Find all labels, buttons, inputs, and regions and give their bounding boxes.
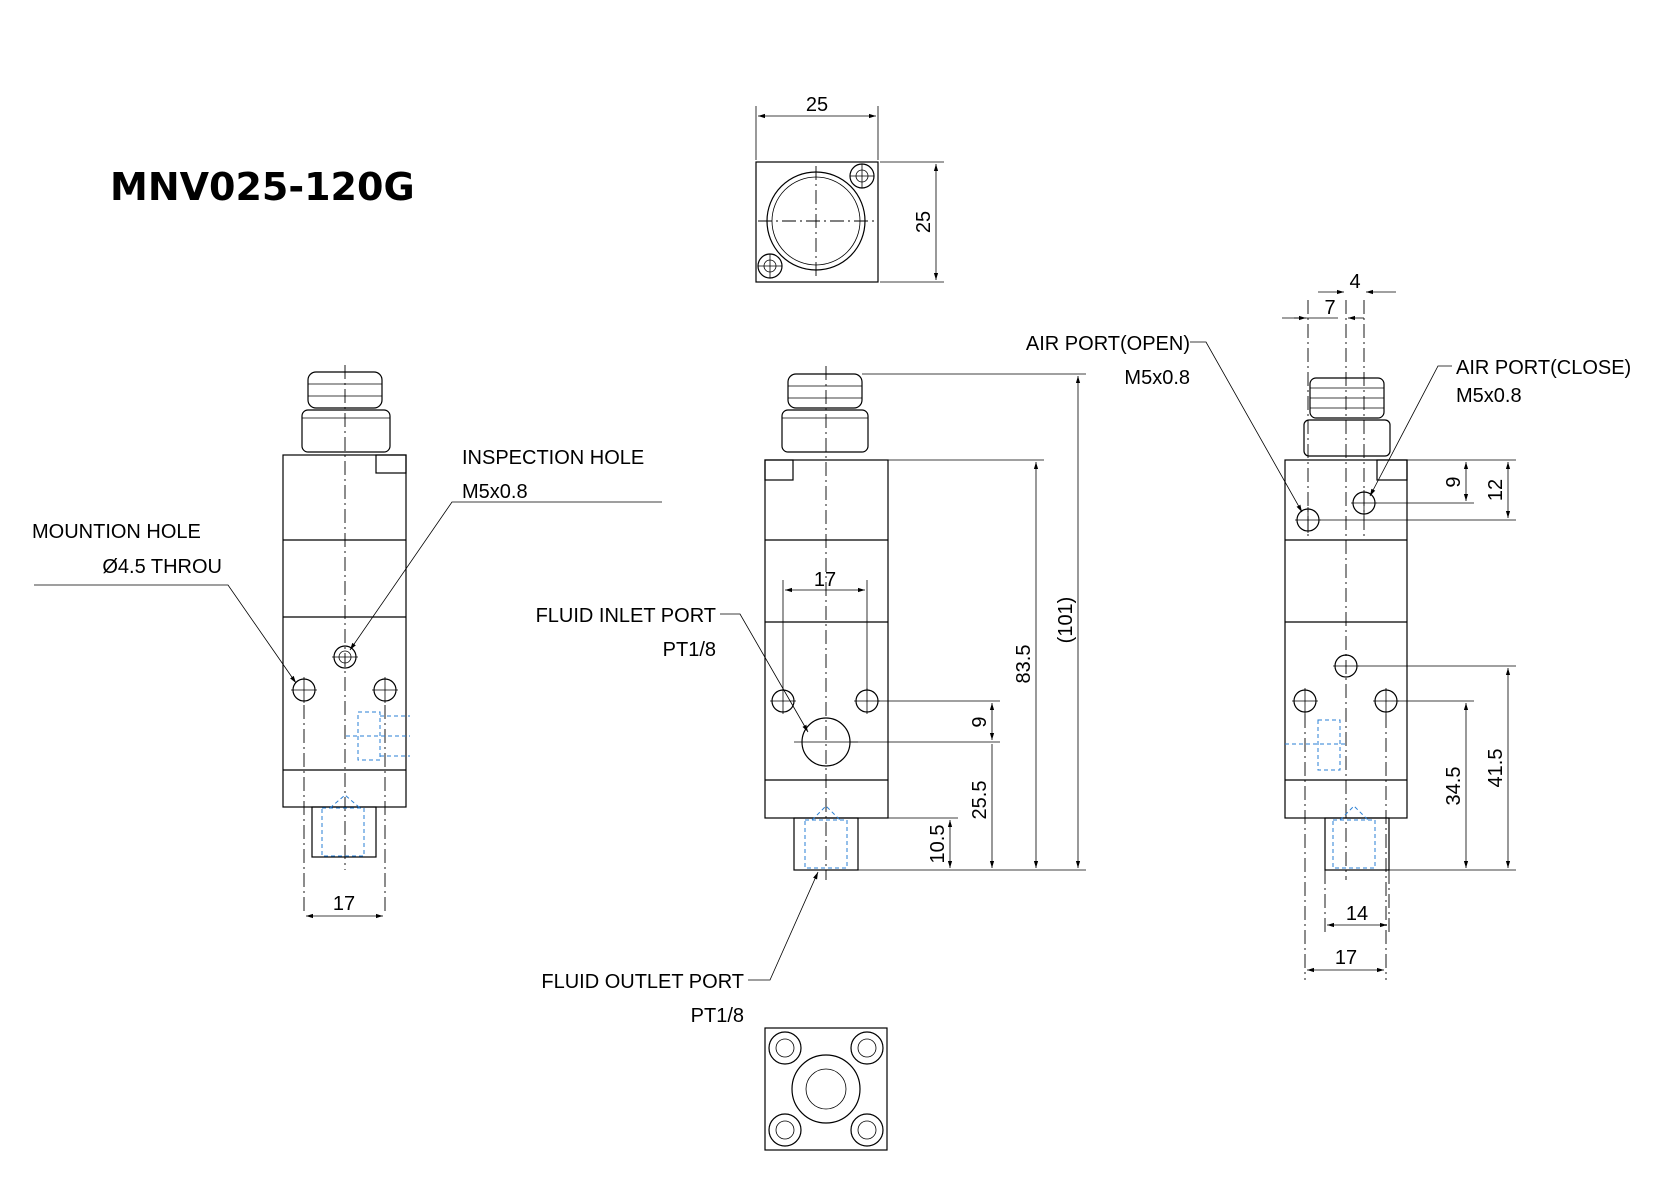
dim-label: 17: [333, 893, 355, 915]
dim-right-12: 12: [1485, 462, 1511, 518]
dim-right-7: 7: [1282, 297, 1364, 321]
dim-top-width: 25: [755, 94, 879, 160]
dim-front-101: (101): [1055, 376, 1081, 868]
dim-label: 25: [806, 94, 828, 116]
dim-label: 12: [1485, 479, 1507, 501]
bottom-view: [764, 1027, 888, 1151]
dim-label: 25: [913, 211, 935, 233]
top-view: [755, 161, 879, 283]
callout-text: M5x0.8: [1456, 385, 1522, 407]
dim-label: 83.5: [1013, 645, 1035, 684]
callout-text: AIR PORT(CLOSE): [1456, 357, 1631, 379]
dim-label: 4: [1349, 271, 1360, 293]
dim-label: 14: [1346, 903, 1368, 925]
dim-label: 17: [1335, 947, 1357, 969]
callout-fluid-outlet: FLUID OUTLET PORT PT1/8: [541, 871, 819, 1027]
dim-label: 17: [814, 569, 836, 591]
dim-right-9: 9: [1443, 462, 1469, 501]
callout-text: FLUID OUTLET PORT: [541, 971, 744, 993]
callout-text: INSPECTION HOLE: [462, 447, 644, 469]
dim-front-17: 17: [782, 569, 868, 690]
callout-text: PT1/8: [691, 1005, 744, 1027]
dim-right-41-5: 41.5: [1485, 668, 1511, 868]
callout-air-close: AIR PORT(CLOSE) M5x0.8: [1369, 357, 1631, 497]
callout-text: MOUNTION HOLE: [32, 521, 201, 543]
callout-air-open: AIR PORT(OPEN) M5x0.8: [1026, 333, 1303, 513]
dim-label: 25.5: [969, 781, 991, 820]
dim-label: 34.5: [1443, 767, 1465, 806]
dim-front-25-5: 25.5: [969, 744, 995, 868]
callout-text: PT1/8: [663, 639, 716, 661]
dim-right-34-5: 34.5: [1443, 703, 1469, 868]
dim-label: 41.5: [1485, 749, 1507, 788]
dim-label: (101): [1055, 597, 1077, 644]
callout-text: FLUID INLET PORT: [536, 605, 716, 627]
callout-text: M5x0.8: [462, 481, 528, 503]
dim-label: 10.5: [927, 825, 949, 864]
dim-right-4: 4: [1318, 271, 1396, 295]
dim-left-width: 17: [306, 893, 383, 919]
dim-front-9: 9: [969, 703, 995, 740]
callout-mount-hole: MOUNTION HOLE Ø4.5 THROU: [32, 521, 297, 684]
dim-label: 9: [969, 716, 991, 727]
dim-right-14: 14: [1327, 903, 1387, 928]
dim-right-17: 17: [1307, 947, 1384, 973]
left-view: [282, 365, 410, 915]
callout-text: AIR PORT(OPEN): [1026, 333, 1190, 355]
callout-text: Ø4.5 THROU: [102, 556, 222, 578]
dim-front-83-5: 83.5: [1013, 462, 1039, 868]
callout-inspection-hole: INSPECTION HOLE M5x0.8: [349, 447, 662, 651]
dim-front-10-5: 10.5: [927, 820, 953, 868]
dim-label: 9: [1443, 476, 1465, 487]
front-ext-lines: [850, 373, 1086, 871]
front-view: [764, 366, 889, 880]
callout-fluid-inlet: FLUID INLET PORT PT1/8: [536, 605, 809, 733]
dim-label: 7: [1324, 297, 1335, 319]
dim-top-height: 25: [880, 161, 944, 283]
callout-text: M5x0.8: [1124, 367, 1190, 389]
right-ext-lines: [1320, 459, 1516, 871]
drawing-title: MNV025-120G: [110, 165, 415, 209]
right-view: [1284, 300, 1408, 980]
